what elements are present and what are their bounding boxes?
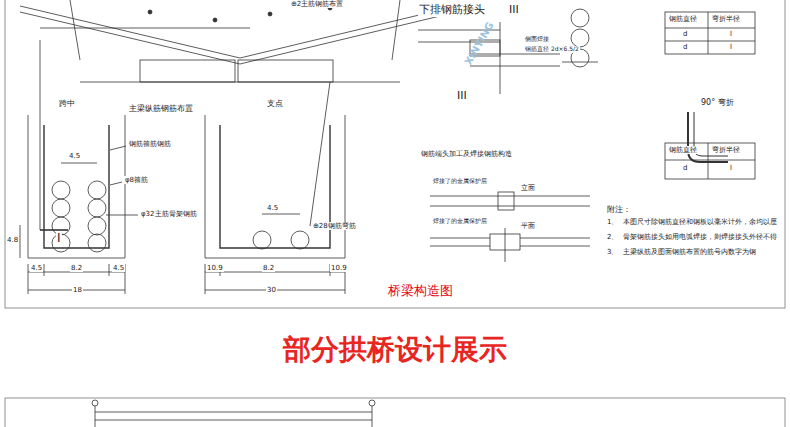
- drawing-label: φ8箍筋: [124, 176, 149, 184]
- drawing-label: 18: [72, 286, 83, 294]
- drawing-label: 10.9: [330, 264, 348, 272]
- drawing-label: ⊕2主筋钢筋布置: [290, 0, 344, 8]
- title: 部分拱桥设计展示: [0, 333, 790, 367]
- drawing-label: 4.5: [266, 204, 279, 212]
- drawing-label: 侧面焊接: [524, 36, 550, 43]
- drawing-label: 90° 弯折: [700, 98, 735, 107]
- drawing-label: 主梁纵筋及图面钢筋布置的筋号内数字为钢: [622, 248, 757, 256]
- watermark: XINYING: [462, 19, 497, 67]
- drawing-label: 4.5: [112, 264, 125, 272]
- drawing-label: 4.8: [6, 236, 19, 244]
- drawing-label: 本图尺寸除钢筋直径和钢板以毫米计外，余均以厘: [622, 218, 778, 226]
- caption: 桥梁构造图: [388, 283, 453, 299]
- drawing-label: d: [682, 30, 688, 38]
- drawing-label: 8.2: [262, 264, 275, 272]
- drawing-label: 2、: [606, 233, 619, 241]
- drawing-label: I: [56, 232, 62, 246]
- drawing-label: 附注：: [606, 205, 632, 214]
- drawing-label: 钢筋端头加工及焊接钢筋构造: [420, 150, 513, 158]
- drawing-label: 4.5: [30, 264, 43, 272]
- drawing-label: 骨架钢筋接头如用电弧焊接，则焊接接头外径不得: [622, 233, 778, 241]
- drawing-label: 主梁纵筋钢筋布置: [128, 104, 194, 113]
- drawing-label: l: [729, 30, 733, 38]
- drawing-label: 平面: [520, 222, 536, 230]
- drawing-label: III: [456, 90, 468, 103]
- drawing-label: III: [508, 4, 520, 17]
- drawing-label: 钢筋直径: [668, 146, 698, 154]
- drawing-label: 立面: [520, 184, 536, 192]
- drawing-label: 4.5: [68, 152, 81, 160]
- drawing-label: 10.9: [206, 264, 224, 272]
- drawing-label: 30: [266, 286, 277, 294]
- drawing-label: ⊕28钢筋弯筋: [312, 222, 357, 230]
- drawing-label: 跨中: [58, 99, 76, 108]
- drawing-label: d: [682, 43, 688, 51]
- drawing-label: 焊接了的金属保护层: [432, 178, 488, 185]
- drawing-label: d: [682, 164, 688, 172]
- drawing-label: l: [729, 164, 733, 172]
- drawing-label: 弯折半径: [711, 146, 741, 154]
- drawing-label: 下排钢筋接头: [418, 4, 486, 17]
- drawing-label: l: [729, 43, 733, 51]
- drawing-label: 1、: [606, 218, 619, 226]
- drawing-label: 钢筋直径: [668, 15, 698, 23]
- drawing-label: 弯折半径: [711, 15, 741, 23]
- drawing-label: 支点: [266, 99, 284, 108]
- drawing-label: 钢筋直径 2d×6.5/2: [524, 46, 580, 53]
- drawing-label: φ32主筋骨架钢筋: [140, 210, 198, 218]
- drawing-label: 3、: [606, 248, 619, 256]
- drawing-label: 焊接了的金属保护层: [432, 218, 488, 225]
- drawing-label: 钢筋箍筋钢筋: [128, 140, 172, 148]
- drawing-label: 8.2: [70, 264, 83, 272]
